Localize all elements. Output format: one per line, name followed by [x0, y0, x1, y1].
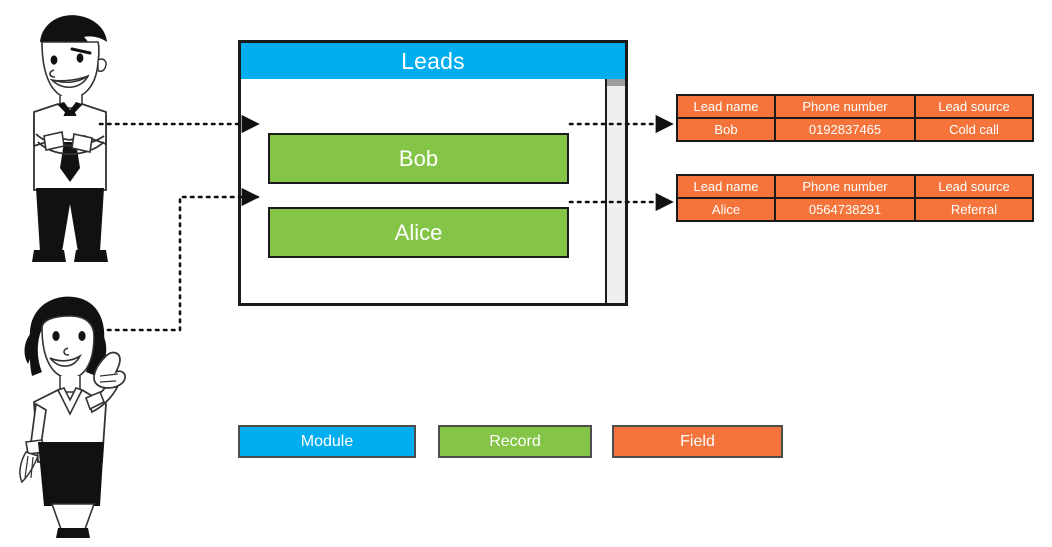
module-record-list: Bob Alice — [241, 79, 625, 303]
record-item-bob[interactable]: Bob — [268, 133, 569, 184]
field-table-bob: Lead name Phone number Lead source Bob 0… — [676, 94, 1034, 142]
cell-lead-source: Cold call — [914, 117, 1034, 142]
column-header-lead-name: Lead name — [676, 174, 776, 199]
table-row: Bob 0192837465 Cold call — [676, 117, 1034, 142]
table-header-row: Lead name Phone number Lead source — [676, 94, 1034, 119]
legend-label: Record — [489, 432, 541, 450]
legend-label: Module — [300, 432, 354, 450]
record-label: Bob — [398, 145, 439, 171]
column-header-phone-number: Phone number — [774, 94, 916, 119]
female-user-figure — [8, 292, 128, 540]
cell-phone-number: 0192837465 — [774, 117, 916, 142]
legend-item-module: Module — [238, 425, 416, 458]
cell-lead-source: Referral — [914, 197, 1034, 222]
module-title-bar: Leads — [241, 43, 625, 79]
legend-item-record: Record — [438, 425, 592, 458]
vertical-scrollbar[interactable] — [605, 79, 625, 303]
record-item-alice[interactable]: Alice — [268, 207, 569, 258]
record-label: Alice — [394, 219, 443, 245]
cell-phone-number: 0564738291 — [774, 197, 916, 222]
field-table-alice: Lead name Phone number Lead source Alice… — [676, 174, 1034, 222]
column-header-lead-name: Lead name — [676, 94, 776, 119]
male-user-figure — [14, 8, 124, 270]
cell-lead-name: Alice — [676, 197, 776, 222]
cell-lead-name: Bob — [676, 117, 776, 142]
page-title: Leads — [401, 47, 465, 74]
column-header-lead-source: Lead source — [914, 94, 1034, 119]
legend-label: Field — [680, 432, 715, 450]
module-window-leads[interactable]: Leads Bob Alice — [238, 40, 628, 306]
column-header-phone-number: Phone number — [774, 174, 916, 199]
table-header-row: Lead name Phone number Lead source — [676, 174, 1034, 199]
column-header-lead-source: Lead source — [914, 174, 1034, 199]
scrollbar-thumb[interactable] — [607, 79, 625, 86]
legend-item-field: Field — [612, 425, 783, 458]
table-row: Alice 0564738291 Referral — [676, 197, 1034, 222]
